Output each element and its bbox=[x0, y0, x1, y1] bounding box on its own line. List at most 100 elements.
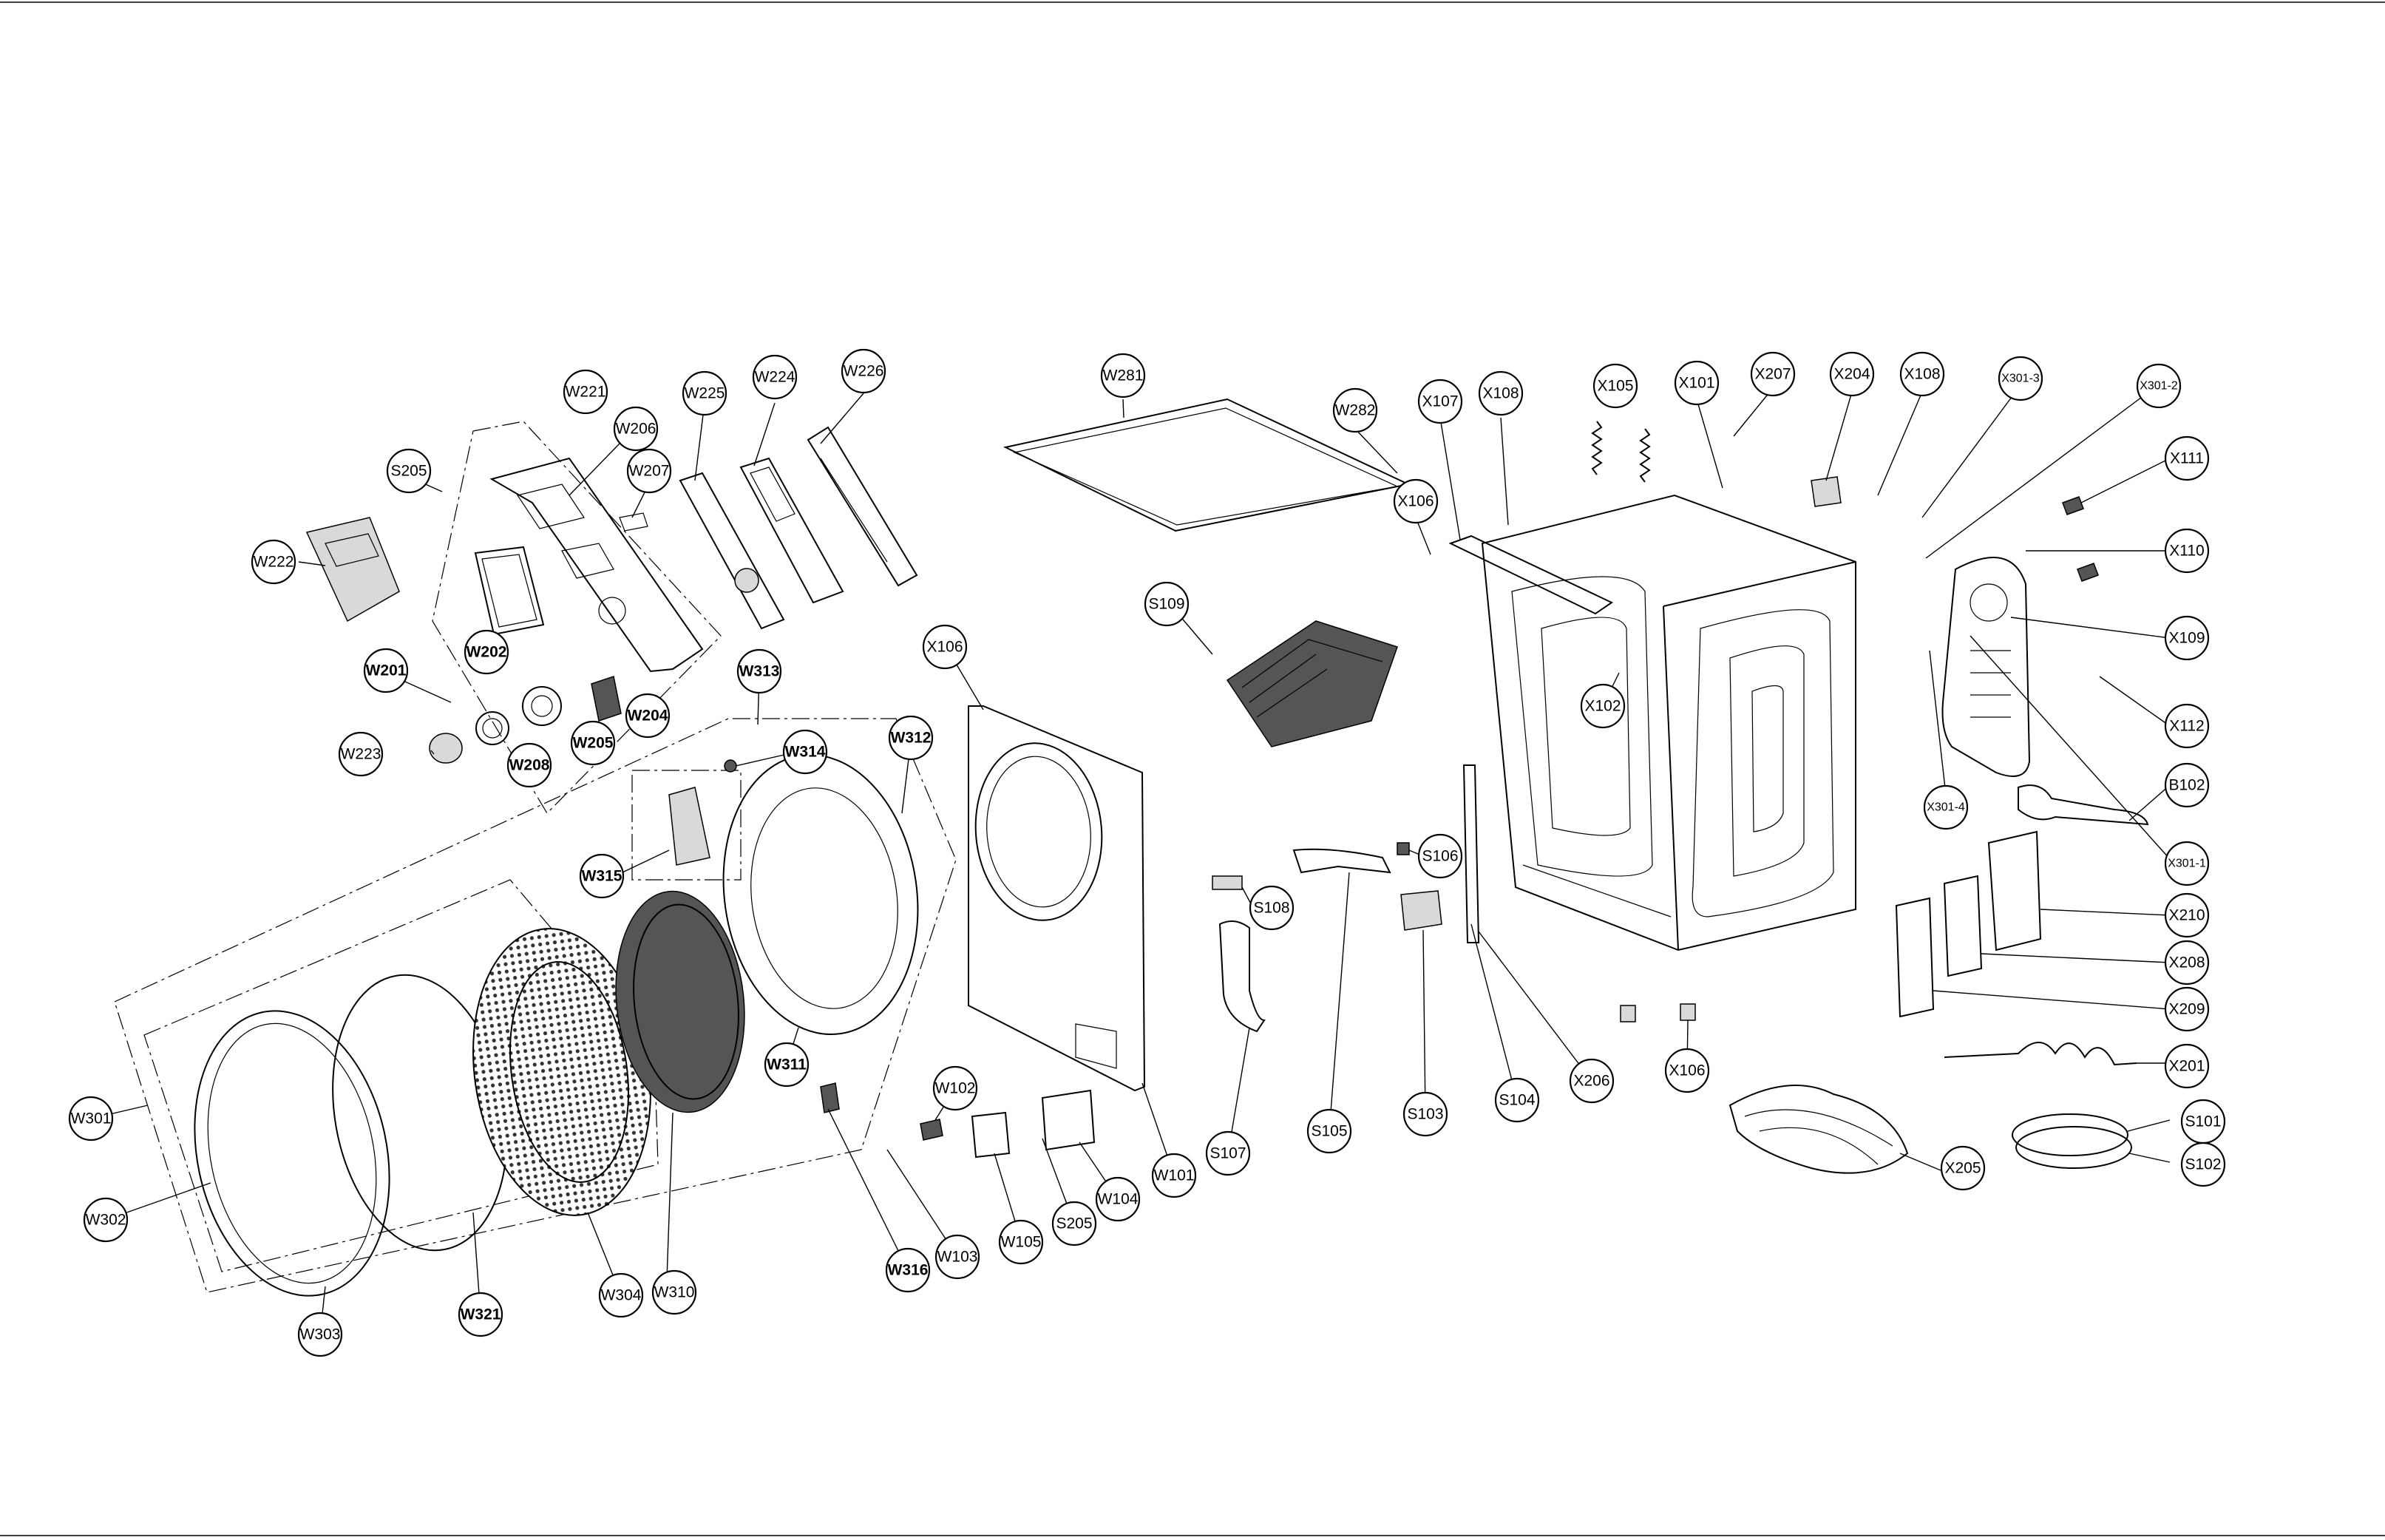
callout-label: W301 bbox=[71, 1110, 112, 1127]
part-cabinet-right-emboss bbox=[1692, 609, 1834, 917]
part-foot-x106-right bbox=[1680, 1003, 1696, 1021]
callout-x301-2: X301-2 bbox=[2136, 363, 2182, 409]
part-door-mesh-w304-center bbox=[509, 961, 630, 1183]
callout-s105: S105 bbox=[1306, 1108, 1352, 1154]
door-group-outline-inner bbox=[143, 879, 659, 1272]
callout-w204: W204 bbox=[625, 693, 671, 739]
callout-bubble bbox=[1393, 478, 1439, 524]
door-group bbox=[114, 718, 957, 1297]
callout-label: S104 bbox=[1499, 1092, 1535, 1109]
callout-bubble bbox=[1899, 351, 1945, 397]
part-door-inner-frame-w311-window bbox=[750, 787, 898, 1009]
callout-bubble bbox=[736, 648, 782, 694]
callout-label: X111 bbox=[2170, 450, 2204, 467]
callout-x111: X111 bbox=[2164, 435, 2210, 481]
callout-label: W312 bbox=[891, 730, 932, 747]
part-heater-s109 bbox=[1226, 620, 1398, 747]
callout-w281: W281 bbox=[1100, 353, 1146, 398]
callout-bubble bbox=[782, 729, 828, 775]
part-screw-w314 bbox=[724, 759, 737, 773]
callout-label: W226 bbox=[844, 363, 884, 380]
callout-label: W311 bbox=[767, 1056, 807, 1073]
part-box-w104 bbox=[1041, 1089, 1096, 1151]
callout-bubble bbox=[1494, 1077, 1540, 1123]
callout-label: W207 bbox=[629, 463, 670, 480]
callout-label: S205 bbox=[390, 463, 427, 480]
callout-label: X108 bbox=[1482, 385, 1519, 402]
callout-w202: W202 bbox=[464, 629, 509, 675]
callout-bubble bbox=[1664, 1048, 1710, 1093]
callout-label: X102 bbox=[1584, 698, 1621, 715]
part-harness-x205-wires bbox=[1744, 1109, 1893, 1165]
callout-bubble bbox=[1205, 1130, 1251, 1176]
callout-w316: W316 bbox=[885, 1247, 931, 1293]
callout-bubble bbox=[386, 448, 432, 494]
callout-label: S105 bbox=[1311, 1123, 1347, 1140]
callout-w303: W303 bbox=[297, 1312, 343, 1357]
part-display-window bbox=[474, 546, 545, 636]
callout-bubble bbox=[1417, 379, 1463, 424]
callout-label: X106 bbox=[1669, 1062, 1705, 1079]
callout-label: W221 bbox=[566, 384, 606, 401]
part-encoder-w225 bbox=[734, 568, 759, 593]
callout-bubble bbox=[922, 624, 968, 670]
part-pcb-w224 bbox=[739, 457, 844, 604]
callout-bubble bbox=[764, 1042, 810, 1088]
callout-bubble bbox=[625, 693, 671, 739]
callout-label: X301-2 bbox=[2140, 380, 2178, 393]
callout-label: X205 bbox=[1944, 1160, 1981, 1177]
callout-x101: X101 bbox=[1674, 360, 1720, 406]
callout-w222: W222 bbox=[251, 539, 296, 585]
part-front-panel-door-opening bbox=[974, 742, 1103, 921]
callout-w201: W201 bbox=[363, 648, 409, 693]
callout-s101: S101 bbox=[2180, 1099, 2226, 1144]
cabinet-group bbox=[1448, 421, 1856, 1022]
callout-x201: X201 bbox=[2164, 1043, 2210, 1089]
callout-label: X207 bbox=[1754, 366, 1791, 383]
callout-bubble bbox=[2164, 892, 2210, 938]
callout-w206: W206 bbox=[613, 406, 659, 452]
part-bracket-x206 bbox=[1462, 764, 1480, 943]
part-control-panel-frame bbox=[489, 457, 704, 673]
callout-label: W304 bbox=[601, 1287, 642, 1304]
part-drain-hose-s107 bbox=[1218, 920, 1266, 1033]
part-door-outer-ring-w303 bbox=[194, 1010, 390, 1297]
callout-bubble bbox=[83, 1197, 129, 1243]
callout-w101: W101 bbox=[1151, 1153, 1197, 1198]
part-knob-ring-w205-inner bbox=[531, 695, 553, 717]
hinge-group-outline bbox=[631, 770, 742, 881]
callout-label: W223 bbox=[341, 746, 381, 763]
callout-bubble bbox=[251, 539, 296, 585]
callout-label: X108 bbox=[1904, 366, 1940, 383]
part-display-window-inner bbox=[481, 554, 537, 628]
callout-x102: X102 bbox=[1580, 683, 1626, 729]
callout-label: W315 bbox=[582, 868, 622, 885]
part-hose-s101 bbox=[2012, 1113, 2128, 1156]
callout-label: S108 bbox=[1253, 900, 1289, 917]
part-cabinet-left-emboss-inner bbox=[1541, 617, 1631, 836]
part-control-panel-window bbox=[561, 543, 614, 579]
callout-bubble bbox=[651, 1269, 697, 1315]
callout-bubble bbox=[1100, 353, 1146, 398]
callout-label: S103 bbox=[1407, 1106, 1443, 1123]
callout-bubble bbox=[1940, 1145, 1986, 1191]
callout-bubble bbox=[1151, 1153, 1197, 1198]
callout-bubble bbox=[1580, 683, 1626, 729]
part-control-panel-knob-hole bbox=[598, 597, 626, 625]
part-board-x210 bbox=[1987, 830, 2042, 952]
callout-x209: X209 bbox=[2164, 986, 2210, 1032]
callout-x210: X210 bbox=[2164, 892, 2210, 938]
callout-x106b: X106 bbox=[922, 624, 968, 670]
callout-bubble bbox=[932, 1065, 978, 1111]
callout-label: W224 bbox=[755, 369, 795, 386]
part-ring-w208 bbox=[475, 711, 509, 745]
callout-label: W314 bbox=[785, 744, 826, 761]
callout-bubble bbox=[2164, 1043, 2210, 1089]
callout-w221: W221 bbox=[563, 369, 608, 415]
part-pump-s103 bbox=[1400, 890, 1442, 931]
callout-w226: W226 bbox=[841, 348, 886, 394]
callout-bubble bbox=[563, 369, 608, 415]
callout-bubble bbox=[1051, 1201, 1097, 1246]
callout-x110: X110 bbox=[2164, 528, 2210, 574]
part-connector-x111 bbox=[2062, 496, 2084, 515]
